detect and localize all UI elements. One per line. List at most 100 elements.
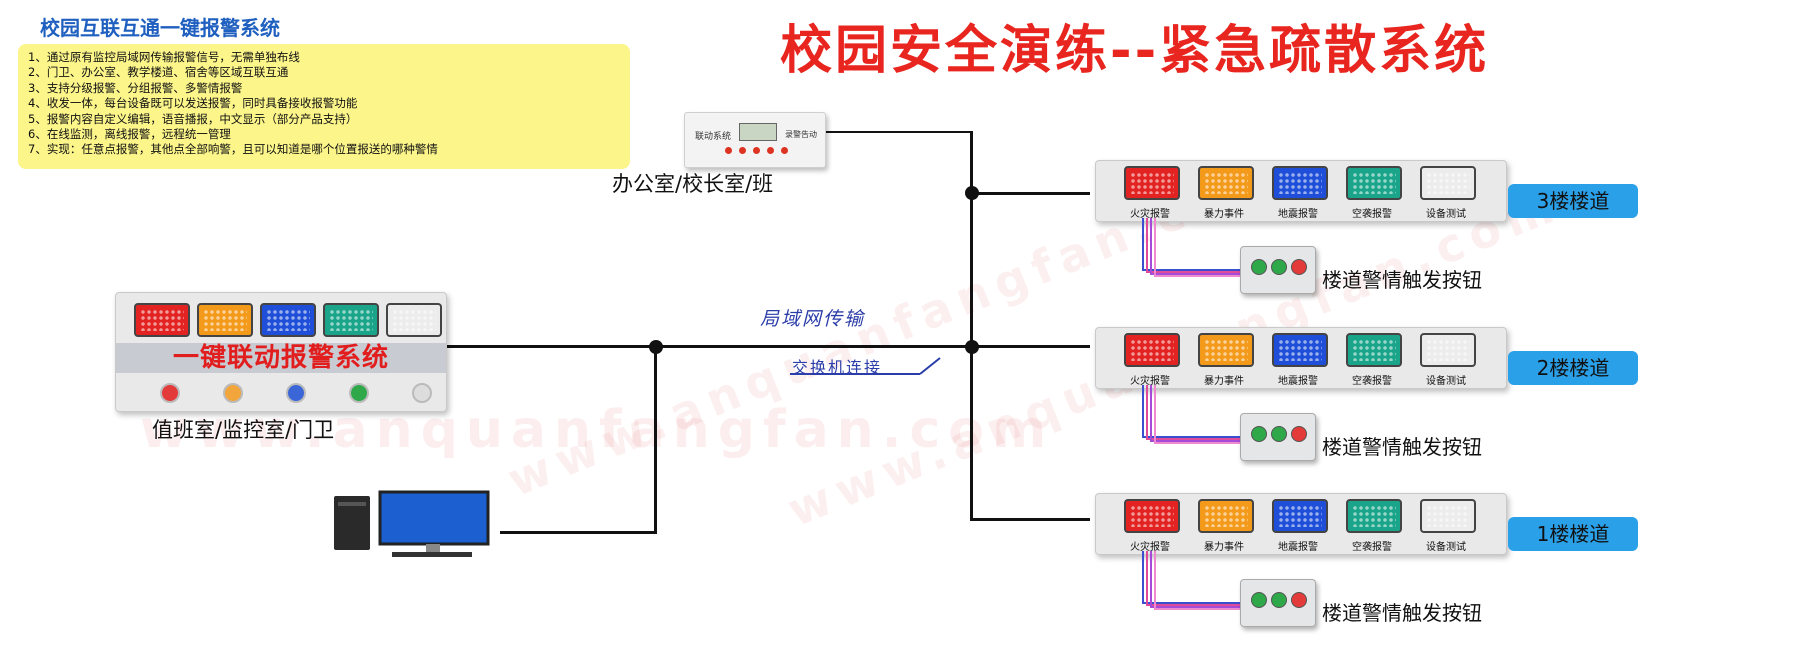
junction-dot bbox=[649, 340, 663, 354]
computer-vertical-line bbox=[654, 345, 657, 533]
master-alarm-lamp bbox=[197, 303, 253, 337]
floor-trigger-button-box[interactable] bbox=[1240, 579, 1316, 627]
trigger-button[interactable] bbox=[1251, 426, 1267, 442]
trigger-button[interactable] bbox=[1271, 259, 1287, 275]
floor-lamp-label: 地震报警 bbox=[1278, 542, 1318, 553]
master-alarm-lamp bbox=[260, 303, 316, 337]
floor-alarm-lamp bbox=[1346, 166, 1402, 200]
floor-lamp-label: 空袭报警 bbox=[1352, 376, 1392, 387]
switch-connection-label: 交换机连接 bbox=[792, 358, 883, 377]
floor-lamp-label: 设备测试 bbox=[1426, 376, 1466, 387]
floor-lamp-label: 空袭报警 bbox=[1352, 542, 1392, 553]
main-title: 校园安全演练--紧急疏散系统 bbox=[780, 21, 1490, 81]
duty-room-caption: 值班室/监控室/门卫 bbox=[152, 418, 335, 442]
floor-lamp-label: 设备测试 bbox=[1426, 209, 1466, 220]
trigger-button[interactable] bbox=[1291, 426, 1307, 442]
feature-list-box: 1、通过原有监控局域网传输报警信号，无需单独布线 2、门卫、办公室、教学楼道、宿… bbox=[18, 44, 630, 169]
computer-link-line bbox=[500, 531, 657, 534]
floor-lamp-label: 火灾报警 bbox=[1130, 209, 1170, 220]
scrolling-led-display: 一键联动报警系统 bbox=[116, 343, 446, 373]
floor-alarm-lamp bbox=[1124, 166, 1180, 200]
floor-alarm-lamp bbox=[1198, 499, 1254, 533]
backbone-vertical-line bbox=[970, 192, 973, 520]
trigger-button[interactable] bbox=[1251, 592, 1267, 608]
master-alarm-lamp bbox=[386, 303, 442, 337]
feature-item: 1、通过原有监控局域网传输报警信号，无需单独布线 bbox=[28, 50, 300, 64]
feature-item: 5、报警内容自定义编辑，语音播报，中文显示（部分产品支持） bbox=[28, 111, 358, 126]
junction-dot bbox=[965, 340, 979, 354]
junction-dot bbox=[965, 186, 979, 200]
office-button[interactable] bbox=[739, 147, 746, 154]
master-alarm-panel: 一键联动报警系统 bbox=[115, 292, 447, 412]
floor-alarm-lamp bbox=[1272, 333, 1328, 367]
master-alarm-button[interactable] bbox=[223, 383, 243, 403]
floor-alarm-lamp bbox=[1346, 499, 1402, 533]
lan-transmission-label: 局域网传输 bbox=[760, 308, 866, 330]
master-alarm-button[interactable] bbox=[412, 383, 432, 403]
floor-alarm-lamp bbox=[1272, 499, 1328, 533]
office-button[interactable] bbox=[767, 147, 774, 154]
office-button[interactable] bbox=[725, 147, 732, 154]
floor-lamp-label: 设备测试 bbox=[1426, 542, 1466, 553]
floor-alarm-lamp bbox=[1124, 333, 1180, 367]
master-alarm-button[interactable] bbox=[286, 383, 306, 403]
floor-lamp-label: 火灾报警 bbox=[1130, 542, 1170, 553]
master-alarm-button[interactable] bbox=[160, 383, 180, 403]
master-alarm-lamp bbox=[323, 303, 379, 337]
trigger-button[interactable] bbox=[1291, 592, 1307, 608]
floor-alarm-lamp bbox=[1346, 333, 1402, 367]
floor-alarm-lamp bbox=[1420, 333, 1476, 367]
led-display-text: 一键联动报警系统 bbox=[172, 343, 389, 373]
office-caption: 办公室/校长室/班 bbox=[612, 172, 774, 196]
office-device-screen bbox=[739, 123, 777, 141]
feature-item: 7、实现：任意点报警，其他点全部响警，且可以知道是哪个位置报送的哪种警情 bbox=[28, 142, 438, 157]
trigger-button-label: 楼道警情触发按钮 bbox=[1322, 268, 1482, 292]
trigger-button[interactable] bbox=[1271, 426, 1287, 442]
office-button[interactable] bbox=[781, 147, 788, 154]
floor-lamp-label: 空袭报警 bbox=[1352, 209, 1392, 220]
floor-alarm-panel: 火灾报警 暴力事件 地震报警 空袭报警 设备测试 bbox=[1095, 493, 1507, 555]
floor-alarm-lamp bbox=[1124, 499, 1180, 533]
trigger-button-label: 楼道警情触发按钮 bbox=[1322, 601, 1482, 625]
trigger-button[interactable] bbox=[1251, 259, 1267, 275]
trigger-button-label: 楼道警情触发按钮 bbox=[1322, 435, 1482, 459]
office-device-buttons bbox=[725, 147, 788, 154]
floor-alarm-panel: 火灾报警 暴力事件 地震报警 空袭报警 设备测试 bbox=[1095, 327, 1507, 389]
info-title: 校园互联互通一键报警系统 bbox=[40, 16, 280, 40]
floor2-link-line bbox=[970, 345, 1090, 348]
master-alarm-button[interactable] bbox=[349, 383, 369, 403]
floor-trigger-button-box[interactable] bbox=[1240, 413, 1316, 461]
floor1-link-line bbox=[970, 518, 1090, 521]
feature-item: 3、支持分级报警、分组报警、多警情报警 bbox=[28, 80, 243, 95]
floor-lamp-label: 地震报警 bbox=[1278, 376, 1318, 387]
floor-badge: 2楼楼道 bbox=[1508, 351, 1638, 385]
feature-list: 1、通过原有监控局域网传输报警信号，无需单独布线 2、门卫、办公室、教学楼道、宿… bbox=[18, 44, 630, 158]
floor3-link-line bbox=[970, 192, 1090, 195]
floor-alarm-lamp bbox=[1198, 333, 1254, 367]
office-device-status: 录警告动 bbox=[785, 130, 817, 139]
master-alarm-lamp bbox=[134, 303, 190, 337]
feature-item: 4、收发一体，每台设备既可以发送报警，同时具备接收报警功能 bbox=[28, 96, 358, 111]
floor-alarm-lamp bbox=[1198, 166, 1254, 200]
feature-item: 2、门卫、办公室、教学楼道、宿舍等区域互联互通 bbox=[28, 65, 289, 80]
trigger-button[interactable] bbox=[1291, 259, 1307, 275]
feature-item: 6、在线监测，离线报警，远程统一管理 bbox=[28, 127, 231, 142]
trigger-wires bbox=[1142, 551, 1275, 610]
floor-trigger-button-box[interactable] bbox=[1240, 246, 1316, 294]
floor-lamp-label: 暴力事件 bbox=[1204, 542, 1244, 553]
floor-lamp-label: 火灾报警 bbox=[1130, 376, 1170, 387]
office-alarm-device: 联动系统 录警告动 bbox=[684, 112, 826, 168]
floor-alarm-lamp bbox=[1272, 166, 1328, 200]
floor-alarm-lamp bbox=[1420, 499, 1476, 533]
office-link-vertical bbox=[970, 131, 973, 193]
floor-badge: 1楼楼道 bbox=[1508, 517, 1638, 551]
office-button[interactable] bbox=[753, 147, 760, 154]
floor-lamp-label: 暴力事件 bbox=[1204, 376, 1244, 387]
floor-badge: 3楼楼道 bbox=[1508, 184, 1638, 218]
floor-lamp-label: 暴力事件 bbox=[1204, 209, 1244, 220]
office-device-name: 联动系统 bbox=[695, 132, 732, 142]
floor-lamp-label: 地震报警 bbox=[1278, 209, 1318, 220]
trigger-wires bbox=[1142, 385, 1275, 444]
trigger-button[interactable] bbox=[1271, 592, 1287, 608]
office-link-line bbox=[820, 131, 972, 133]
